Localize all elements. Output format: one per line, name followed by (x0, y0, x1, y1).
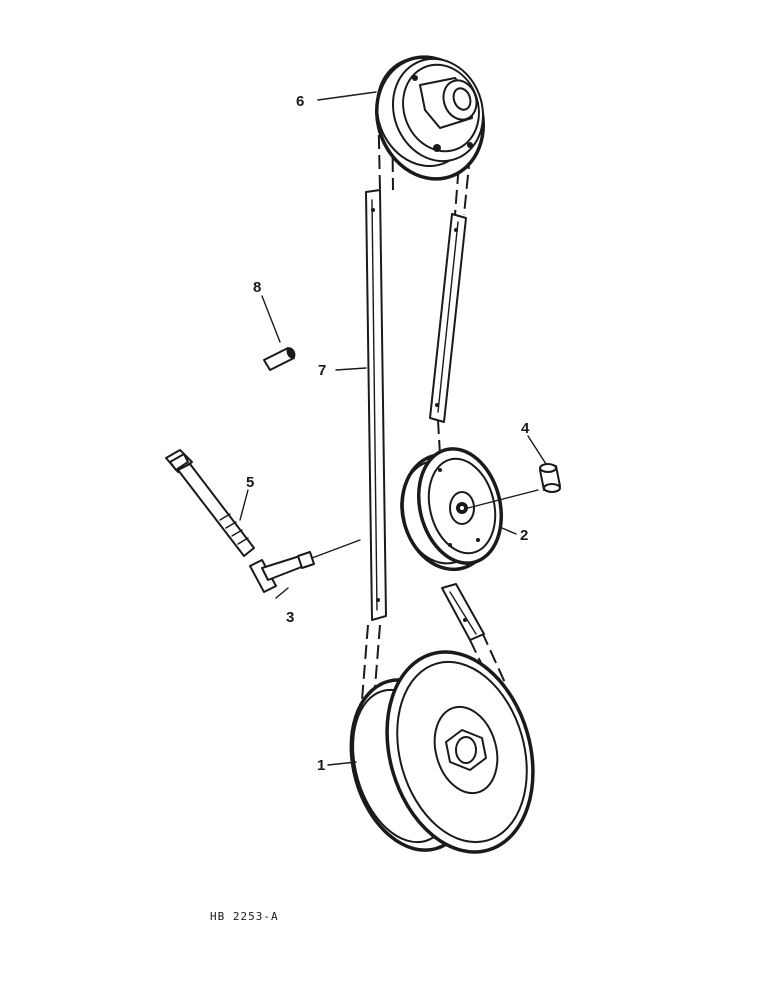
belt-7 (365, 189, 485, 641)
callout-8: 8 (253, 279, 261, 296)
callout-2: 2 (520, 527, 528, 544)
callout-1: 1 (317, 757, 325, 774)
callout-3: 3 (286, 609, 294, 626)
pulley-6 (374, 55, 486, 181)
callout-6: 6 (296, 93, 304, 110)
pulley-1 (349, 650, 535, 854)
pin-8 (263, 347, 296, 371)
idler-pulley-2 (400, 447, 539, 572)
bolt-5 (165, 449, 255, 557)
drawing-code: HB 2253-A (210, 910, 279, 923)
callout-7: 7 (318, 362, 326, 379)
leader-lines (239, 91, 547, 766)
callout-4: 4 (521, 420, 530, 437)
callout-5: 5 (246, 474, 254, 491)
bracket-3 (249, 539, 361, 593)
spacer-4 (539, 463, 561, 493)
